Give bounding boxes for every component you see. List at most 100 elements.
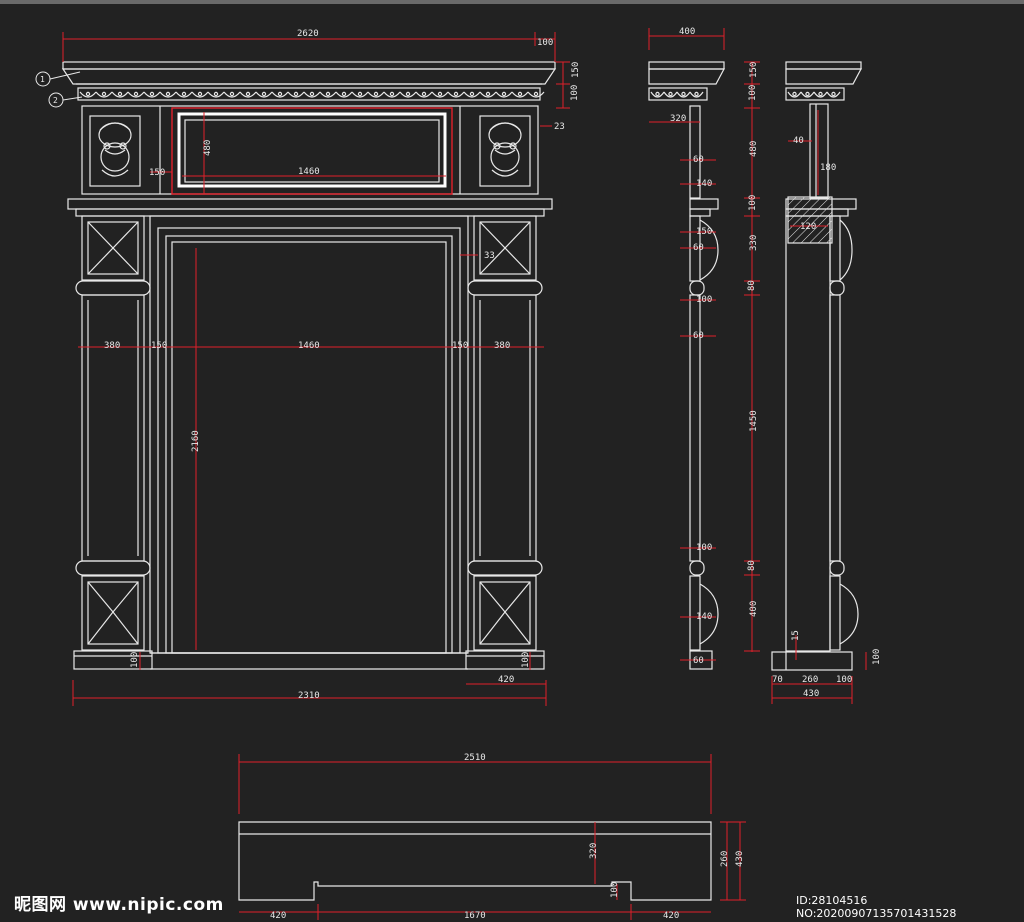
front-frieze — [81, 105, 539, 195]
plan-dim-inner-depth: 260 — [720, 851, 730, 867]
dentil — [223, 91, 241, 98]
dim-side-offset: 23 — [554, 122, 565, 132]
dentil-bead — [85, 91, 91, 97]
plan-dim-right-segment: 420 — [663, 911, 679, 921]
section-dim-base-height: 100 — [872, 649, 882, 665]
dentil — [239, 91, 257, 98]
dim-overall-width: 2620 — [297, 29, 319, 39]
dentil-bead — [245, 91, 251, 97]
dentil-bead — [792, 91, 797, 97]
dentil-bead — [181, 91, 187, 97]
dentil — [255, 91, 273, 98]
dentil — [511, 91, 529, 98]
dentil — [111, 91, 129, 98]
dentil-bead — [309, 91, 315, 97]
dim-plinth-left: 100 — [130, 652, 140, 668]
dentil-bead — [655, 91, 660, 97]
dentil-bead — [437, 91, 443, 97]
dim-plinth-right: 100 — [521, 652, 531, 668]
dentil-bead — [373, 91, 379, 97]
dentil — [676, 91, 691, 98]
side-dim-neck-height: 80 — [747, 280, 757, 291]
dim-leg-gap-left: 150 — [151, 341, 167, 351]
dentil — [175, 91, 193, 98]
front-dimensions — [62, 32, 570, 706]
dentil — [463, 91, 481, 98]
side-dim-shelf-height: 100 — [748, 195, 758, 211]
dentil-bead — [357, 91, 363, 97]
dentil-bead — [668, 91, 673, 97]
dentil — [127, 91, 145, 98]
dim-leg-width-right: 380 — [494, 341, 510, 351]
dentil — [143, 91, 161, 98]
dentil-bead — [805, 91, 810, 97]
front-opening — [149, 215, 469, 670]
dentil-bead — [277, 91, 283, 97]
front-shelf — [67, 198, 553, 217]
callout-2-label: 2 — [53, 96, 58, 105]
carved-ornament-right — [479, 115, 531, 187]
dentil — [826, 91, 841, 98]
dentil — [479, 91, 497, 98]
window-top-bar — [0, 0, 1024, 4]
dentil-bead — [681, 91, 686, 97]
dentil — [303, 91, 321, 98]
dentil — [787, 91, 802, 98]
dentil — [650, 91, 665, 98]
dentil-bead — [197, 91, 203, 97]
dentil — [271, 91, 289, 98]
dentil-bead — [261, 91, 267, 97]
section-dim-base-total: 430 — [803, 689, 819, 699]
dentil-bead — [501, 91, 507, 97]
side-dim-frieze-height: 480 — [749, 141, 759, 157]
dentil — [207, 91, 225, 98]
front-right-leg — [465, 215, 545, 670]
dentil-bead — [325, 91, 331, 97]
dentil — [335, 91, 353, 98]
side-dim-small-60-d: 60 — [693, 656, 704, 666]
dentil-bead — [293, 91, 299, 97]
dentil — [351, 91, 369, 98]
section-dim-inner-15: 15 — [791, 630, 801, 641]
callout-1-label: 1 — [40, 75, 45, 84]
side-dentil-row — [650, 91, 704, 98]
dentil — [159, 91, 177, 98]
dentil — [663, 91, 678, 98]
section-dim-base-100: 100 — [836, 675, 852, 685]
dim-leg-gap-right: 150 — [452, 341, 468, 351]
front-left-leg — [73, 215, 153, 670]
dentil-bead — [485, 91, 491, 97]
side-dim-shaft-height: 1450 — [749, 410, 759, 432]
dim-frieze-panel-height: 480 — [203, 140, 213, 156]
dim-opening-height: 2160 — [191, 430, 201, 452]
dentil-bead — [389, 91, 395, 97]
side-dim-top-width: 400 — [679, 27, 695, 37]
dentil-bead — [469, 91, 475, 97]
dentil — [319, 91, 337, 98]
plan-dim-middle-segment: 1670 — [464, 911, 486, 921]
side-dimensions — [648, 28, 867, 704]
dim-opening-width: 1460 — [298, 341, 320, 351]
dentil — [79, 91, 97, 98]
dentil-bead — [818, 91, 823, 97]
side-dim-small-100-b: 100 — [696, 543, 712, 553]
side-dim-cornice-height: 150 — [749, 62, 759, 78]
dentil-bead — [405, 91, 411, 97]
section-dim-inner-180: 180 — [820, 163, 836, 173]
dentil — [287, 91, 305, 98]
section-dim-inner-120: 120 — [800, 222, 816, 232]
dim-dentil-height: 100 — [570, 85, 580, 101]
dentil-bead — [831, 91, 836, 97]
side-dim-small-60-b: 60 — [693, 243, 704, 253]
dentil-bead — [117, 91, 123, 97]
watermark-id: ID:28104516 NO:20200907135701431528 — [796, 894, 957, 920]
front-callouts — [35, 71, 83, 108]
front-elevation — [61, 61, 557, 670]
dim-frieze-margin: 150 — [149, 168, 165, 178]
side-dim-small-150: 150 — [696, 227, 712, 237]
watermark-site: 昵图网 www.nipic.com — [14, 895, 224, 915]
dim-leg-width-left: 380 — [104, 341, 120, 351]
carved-ornament-left — [89, 115, 141, 187]
dentil — [689, 91, 704, 98]
